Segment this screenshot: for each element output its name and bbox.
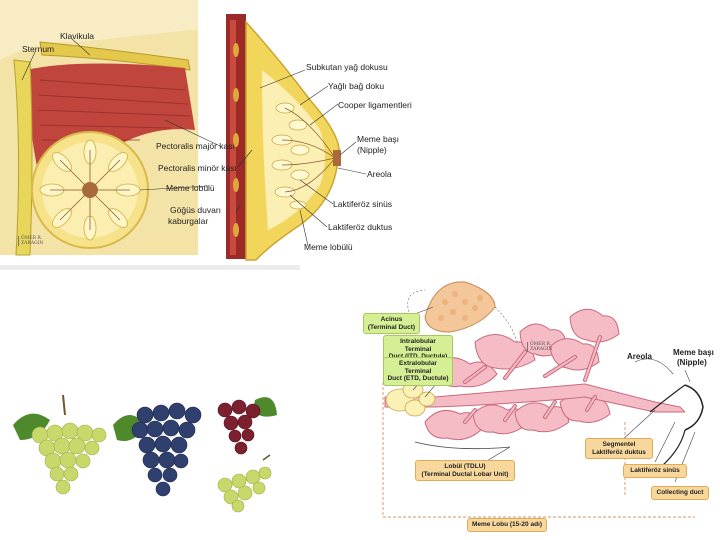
label-meme-lobulu-bottom: Meme lobülü — [304, 242, 353, 252]
label-nipple-lobe: (Nipple) — [677, 358, 707, 367]
lobe-signature-line-1: ÖMER R. — [530, 342, 552, 347]
segmentel-box: Segmentel Laktiferöz duktus — [585, 438, 653, 459]
label-sternum: Sternum — [22, 44, 55, 54]
acinus-title: Acinus — [380, 316, 403, 323]
label-nipple: (Nipple) — [357, 145, 387, 155]
label-laktiferoz-duktus: Laktiferöz duktus — [328, 222, 393, 232]
label-subkutan: Subkutan yağ dokusu — [306, 62, 388, 72]
collecting-duct-label: Collecting duct — [656, 489, 704, 496]
segmentel-subtitle: Laktiferöz duktus — [592, 448, 646, 456]
label-meme-basi-lobe: Meme başı — [673, 348, 714, 357]
lobul-title: Lobül (TDLU) — [444, 463, 486, 470]
acinus-subtitle: (Terminal Duct) — [367, 323, 416, 331]
lobe-diagram: Acinus (Terminal Duct) Intralobular Term… — [355, 272, 720, 540]
etd-title: Extralobular Terminal — [399, 360, 437, 375]
label-yagli-bag: Yağlı bağ doku — [328, 81, 385, 91]
label-meme-basi: Meme başı — [357, 134, 400, 144]
label-kaburgalar: kaburgalar — [168, 216, 209, 226]
itd-subtitle: Duct (ITD, Ductule) — [387, 353, 449, 361]
signature-line-2: ZARAGIN — [21, 241, 44, 246]
lobe-signature-line-2: ZARAGIN — [530, 347, 553, 352]
anatomy-illustration — [0, 0, 367, 270]
lobe-artist-signature: ÖMER R. ZARAGIN — [527, 342, 552, 352]
itd-title: Intralobular Terminal — [400, 338, 436, 353]
label-areola: Areola — [367, 169, 392, 179]
label-pectoralis-minor: Pectoralis minör kası — [158, 163, 237, 173]
label-meme-lobulu-left: Meme lobülü — [166, 183, 215, 193]
laktiferoz-sinus-label: Laktiferöz sinüs — [630, 467, 680, 474]
label-gogus-duvari: Göğüs duvarı — [170, 205, 222, 215]
segmentel-title: Segmentel — [602, 441, 636, 448]
label-klavikula: Klavikula — [60, 31, 95, 41]
meme-lobu-label: Meme Lobu (15-20 adı) — [471, 521, 543, 528]
anatomy-panel: Klavikula Sternum Pectoralis majör kası … — [0, 0, 425, 270]
etd-box: Extralobular Terminal Duct (ETD, Ductule… — [383, 357, 453, 386]
acinus-box: Acinus (Terminal Duct) — [363, 313, 420, 334]
lobul-subtitle: (Terminal Ductal Lobar Unit) — [421, 470, 509, 478]
signature-line-1: ÖMER R. — [21, 236, 43, 241]
artist-signature: ÖMER R. ZARAGIN — [18, 236, 43, 246]
meme-lobu-box: Meme Lobu (15-20 adı) — [467, 518, 547, 532]
lobul-box: Lobül (TDLU) (Terminal Ductal Lobar Unit… — [415, 460, 515, 481]
label-pectoralis-major: Pectoralis majör kası — [156, 141, 235, 151]
label-laktiferoz-sinus: Laktiferöz sinüs — [333, 199, 393, 209]
grapes-illustration — [13, 394, 277, 513]
label-cooper: Cooper ligamentleri — [338, 100, 412, 110]
label-areola-lobe: Areola — [627, 352, 652, 361]
etd-subtitle: Duct (ETD, Ductule) — [387, 375, 449, 382]
laktiferoz-sinus-box: Laktiferöz sinüs — [623, 464, 687, 478]
collecting-duct-box: Collecting duct — [651, 486, 709, 500]
